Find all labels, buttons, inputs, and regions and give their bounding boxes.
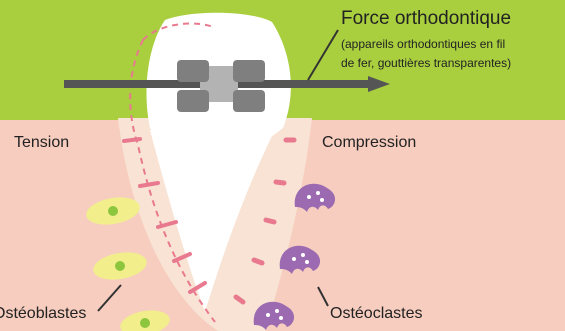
compression-label: Compression: [322, 134, 416, 152]
note-line-2: de fer, gouttières transparentes): [341, 54, 511, 73]
diagram-title: Force orthodontique: [341, 8, 511, 30]
note-line-1: (appareils orthodontiques en fil: [341, 35, 511, 54]
osteoblastes-label: Ostéoblastes: [0, 305, 86, 323]
diagram-note: (appareils orthodontiques en fil de fer,…: [341, 35, 511, 73]
tension-label: Tension: [14, 134, 69, 152]
osteoclastes-label: Ostéoclastes: [330, 305, 422, 323]
